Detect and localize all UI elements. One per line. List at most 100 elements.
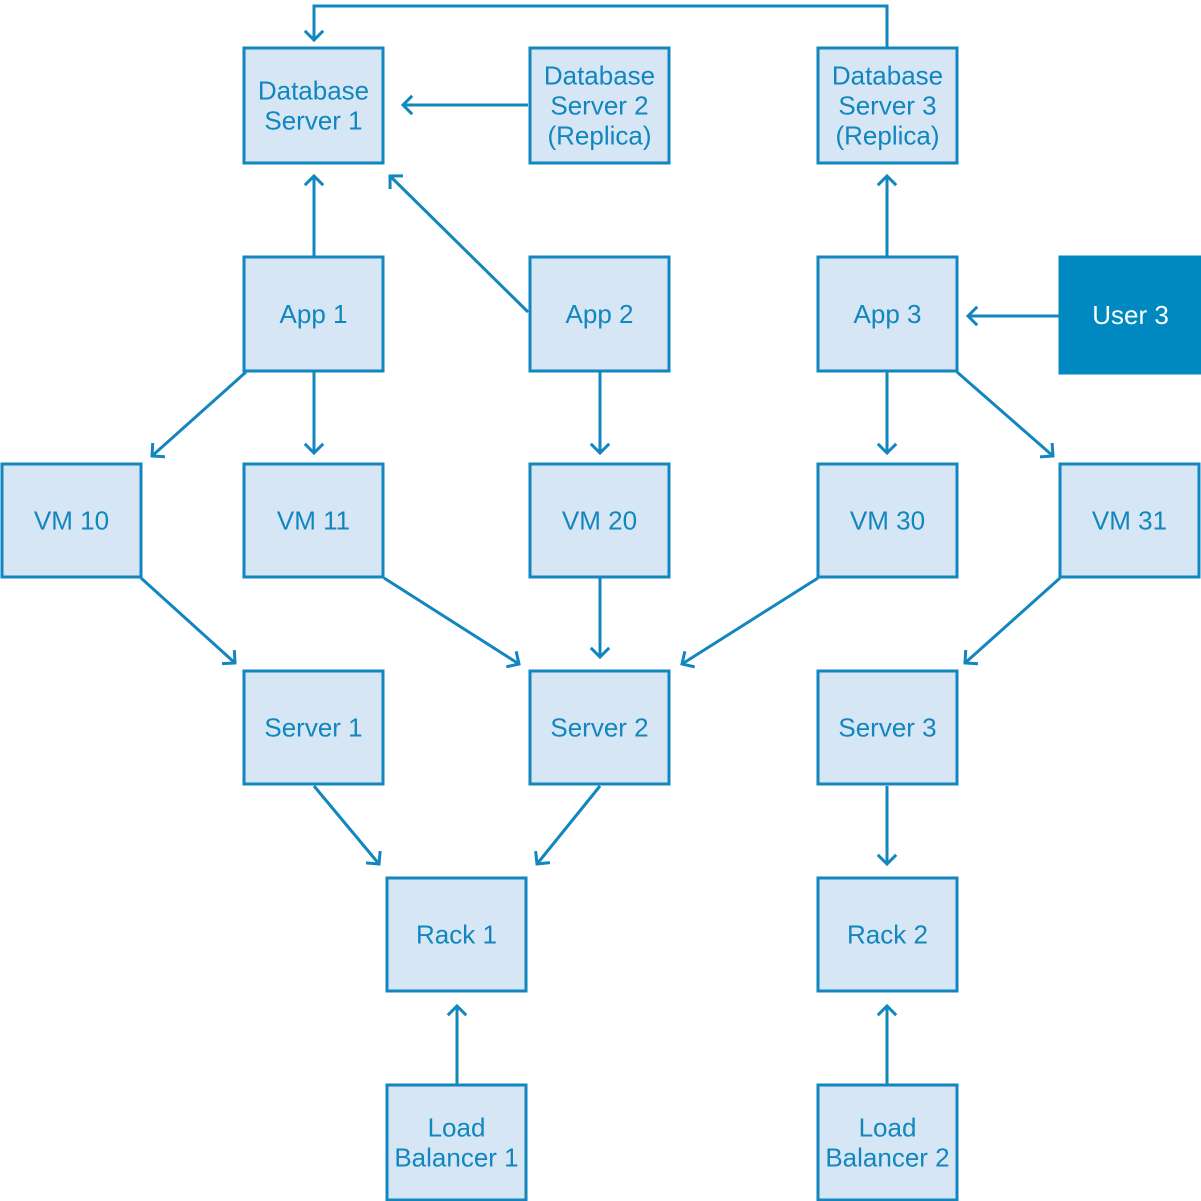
arrowhead-icon (589, 442, 611, 456)
edge-lb1-to-rack1 (446, 1003, 468, 1085)
arrowhead-icon (589, 646, 611, 660)
node-label: Server 2 (550, 91, 648, 121)
node-app2: App 2 (528, 255, 671, 373)
node-label: VM 31 (1092, 506, 1167, 536)
arrowhead-icon (680, 650, 696, 669)
node-box (385, 876, 528, 993)
node-label: Balancer 2 (825, 1143, 949, 1173)
edge-app1-to-vm10 (150, 370, 247, 459)
edge-app1-to-db1 (303, 173, 325, 257)
arrowhead-icon (534, 850, 551, 866)
node-box (816, 1083, 959, 1201)
edge-app3-to-db3 (876, 173, 898, 257)
node-box (816, 876, 959, 993)
node-label: User 3 (1092, 300, 1169, 330)
arrowhead-icon (400, 94, 414, 116)
node-app1: App 1 (242, 255, 385, 373)
edge-app2-to-db1 (388, 174, 530, 314)
edge-app1-to-vm11 (303, 372, 325, 456)
connector-line (151, 370, 247, 458)
node-label: Rack 1 (416, 920, 497, 950)
connector-line (139, 576, 237, 665)
arrowhead-icon (876, 1003, 898, 1017)
edge-vm11-to-server2 (383, 576, 521, 669)
node-label: App 3 (854, 299, 922, 329)
node-label: Database (832, 61, 943, 91)
node-vm30: VM 30 (816, 462, 959, 579)
edge-server1-to-rack1 (312, 785, 382, 866)
node-label: Server 1 (264, 713, 362, 743)
node-box (1058, 255, 1201, 375)
node-vm10: VM 10 (0, 462, 143, 579)
edge-app3-to-vm31 (956, 370, 1055, 459)
node-box (0, 462, 143, 579)
node-box (528, 255, 671, 373)
node-label: (Replica) (547, 121, 651, 151)
node-box (816, 669, 959, 786)
node-label: Load (859, 1113, 917, 1143)
arrowhead-icon (963, 649, 979, 666)
node-label: Load (428, 1113, 486, 1143)
edge-user3-to-app3 (965, 305, 1060, 327)
node-label: VM 10 (34, 506, 109, 536)
edge-vm20-to-server2 (589, 578, 611, 660)
node-vm20: VM 20 (528, 462, 671, 579)
node-label: App 2 (566, 299, 634, 329)
node-box (816, 255, 959, 373)
arrowhead-icon (965, 305, 979, 327)
arrowhead-icon (446, 1003, 468, 1017)
node-app3: App 3 (816, 255, 959, 373)
arrowhead-icon (221, 649, 237, 666)
connector-line (963, 576, 1062, 665)
connector-line (956, 370, 1054, 458)
arrowhead-icon (150, 442, 166, 459)
arrowhead-icon (388, 174, 404, 190)
edge-app3-to-vm30 (876, 372, 898, 456)
node-label: Server 3 (838, 91, 936, 121)
arrowhead-icon (303, 29, 325, 43)
node-box (816, 462, 959, 579)
edge-lb2-to-rack2 (876, 1003, 898, 1085)
node-box (385, 1083, 528, 1201)
node-label: Rack 2 (847, 920, 928, 950)
node-box (242, 46, 385, 165)
edge-server2-to-rack1 (534, 785, 602, 866)
arrowhead-icon (505, 650, 521, 669)
arrowhead-icon (365, 850, 382, 866)
edge-app2-to-vm20 (589, 372, 611, 456)
node-box (816, 46, 959, 165)
node-vm31: VM 31 (1058, 462, 1201, 579)
connector-line (383, 576, 520, 666)
node-vm11: VM 11 (242, 462, 385, 579)
connector-line (312, 4, 889, 48)
node-label: Server 2 (550, 713, 648, 743)
arrowhead-icon (1039, 442, 1055, 459)
node-server2: Server 2 (528, 669, 671, 786)
node-box (528, 462, 671, 579)
node-box (242, 669, 385, 786)
node-box (528, 46, 671, 165)
node-label: VM 20 (562, 506, 637, 536)
edge-vm10-to-server1 (139, 576, 237, 666)
edge-server3-to-rack2 (876, 786, 898, 867)
edge-db3-to-db1 (303, 4, 889, 48)
edge-vm31-to-server3 (963, 576, 1062, 666)
node-label: Server 1 (264, 106, 362, 136)
arrowhead-icon (303, 173, 325, 187)
node-label: Server 3 (838, 713, 936, 743)
node-server1: Server 1 (242, 669, 385, 786)
edge-vm30-to-server2 (680, 576, 819, 669)
node-label: Database (258, 76, 369, 106)
connector-line (312, 785, 381, 865)
node-server3: Server 3 (816, 669, 959, 786)
node-label: VM 11 (277, 506, 350, 536)
node-label: App 1 (280, 299, 348, 329)
connector-line (388, 174, 530, 314)
edge-db2-to-db1 (400, 94, 528, 116)
node-box (1058, 462, 1201, 579)
